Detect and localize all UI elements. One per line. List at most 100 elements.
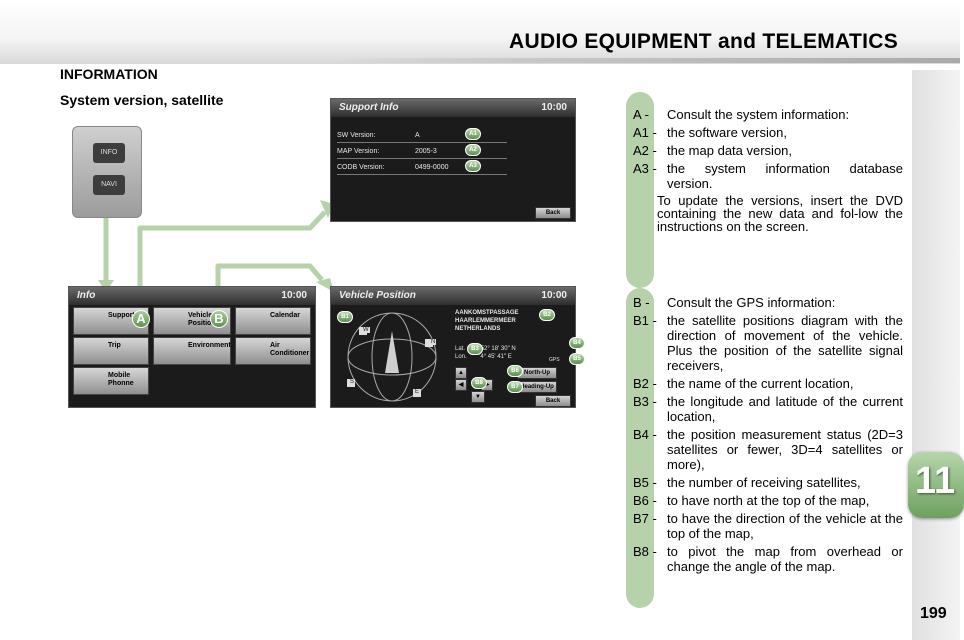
desc-text: to have north at the top of the map,	[667, 493, 870, 508]
desc-item: A2 - the map data version,	[633, 143, 903, 158]
calendar-tile[interactable]: Calendar	[235, 307, 311, 335]
screen-header: Vehicle Position 10:00	[331, 287, 575, 305]
header-bar	[0, 0, 960, 64]
screen-clock: 10:00	[541, 290, 567, 301]
compass-w: W	[362, 327, 370, 333]
desc-code: B1 -	[633, 313, 657, 328]
desc-text: to have the direction of the vehicle at …	[667, 511, 903, 541]
sw-version-value: A	[415, 132, 420, 139]
page-number: 199	[920, 605, 947, 622]
desc-item: B4 -the position measurement status (2D=…	[633, 427, 903, 472]
map-version-row: MAP Version: 2005-3	[337, 145, 507, 159]
lat-label: Lat.	[455, 346, 466, 352]
badge-b8: B8	[471, 377, 487, 389]
screen-clock: 10:00	[541, 102, 567, 113]
desc-item: A1 - the software version,	[633, 125, 903, 140]
badge-b4: B4	[569, 337, 585, 349]
coordinates: Lat. 52° 18' 30" N Lon. 4° 45' 41" E	[455, 345, 516, 361]
badge-b2: B2	[539, 309, 555, 321]
gps-info-description: B -Consult the GPS information: B1 - the …	[633, 295, 903, 577]
desc-text: the name of the current location,	[667, 376, 854, 391]
desc-item: B -Consult the GPS information:	[633, 295, 903, 310]
desc-text: to pivot the map from overhead or change…	[667, 544, 903, 574]
desc-item: B8 - to pivot the map from overhead or ch…	[633, 544, 903, 574]
lon-value: 4° 45' 41" E	[480, 354, 512, 360]
lat-value: 52° 18' 30" N	[480, 346, 516, 352]
screen-title: Vehicle Position	[339, 290, 416, 301]
desc-text: the number of receiving satellites,	[667, 475, 861, 490]
compass-n: N	[430, 339, 437, 345]
desc-item: B5 - the number of receiving satellites,	[633, 475, 903, 490]
map-version-value: 2005-3	[415, 148, 437, 155]
desc-text: Consult the GPS information:	[667, 295, 836, 310]
header-rule	[330, 58, 960, 63]
info-key: INFO	[93, 143, 125, 163]
section-a-marker	[626, 92, 654, 288]
desc-item: B2 - the name of the current location,	[633, 376, 903, 391]
air-conditioner-tile[interactable]: Air Conditioner	[235, 337, 311, 365]
desc-code: B2 -	[633, 376, 657, 391]
sw-version-row: SW Version: A	[337, 129, 507, 143]
rotate-left-button[interactable]: ◀	[455, 379, 467, 391]
vehicle-position-screen: Vehicle Position 10:00 N W S E AANKOMSTP…	[330, 286, 585, 408]
callout-a: A	[132, 310, 150, 328]
desc-code: A3 -	[633, 161, 657, 176]
desc-item: B1 - the satellite positions diagram with…	[633, 313, 903, 373]
desc-text: Consult the system information:	[667, 107, 850, 122]
desc-code: B8 -	[633, 544, 657, 559]
map-version-label: MAP Version:	[337, 148, 380, 155]
desc-item: B7 - to have the direction of the vehicle…	[633, 511, 903, 541]
sw-version-label: SW Version:	[337, 132, 376, 139]
screen-title: Support Info	[339, 102, 399, 113]
desc-text: the satellite positions diagram with the…	[667, 313, 903, 373]
location-line-2: HAARLEMMERMEER	[455, 318, 516, 324]
compass-s: S	[349, 379, 356, 385]
lon-label: Lon.	[455, 354, 467, 360]
lat-row: Lat. 52° 18' 30" N	[455, 345, 516, 353]
back-button[interactable]: Back	[535, 395, 571, 407]
desc-text: the software version,	[667, 125, 787, 140]
badge-b6: B6	[507, 365, 523, 377]
badge-b1: B1	[337, 311, 353, 323]
environment-tile[interactable]: Environment	[153, 337, 231, 365]
desc-text: the map data version,	[667, 143, 793, 158]
navi-key: NAVI	[93, 175, 125, 195]
screen-clock: 10:00	[281, 290, 307, 301]
desc-code: B6 -	[633, 493, 657, 508]
desc-text: the longitude and latitude of the curren…	[667, 394, 903, 424]
mobile-phone-tile[interactable]: Mobile Phonne	[73, 367, 149, 395]
screen-header: Support Info 10:00	[331, 99, 575, 117]
gps-status: GPS	[549, 357, 560, 363]
scroll-up-button[interactable]: ▲	[455, 367, 467, 379]
support-info-screen: Support Info 10:00 SW Version: A MAP Ver…	[330, 98, 576, 222]
north-up-button[interactable]: North-Up	[517, 367, 557, 379]
scroll-down-button[interactable]: ▼	[471, 391, 485, 403]
info-button-photo: INFO NAVI	[72, 126, 142, 218]
update-note: To update the versions, insert the DVD c…	[657, 193, 903, 234]
trip-tile[interactable]: Trip	[73, 337, 149, 365]
chapter-number: 11	[914, 460, 956, 502]
back-button[interactable]: Back	[535, 207, 571, 219]
screen-header: Info 10:00	[69, 287, 315, 305]
badge-b5: B5	[569, 353, 585, 365]
location-line-3: NETHERLANDS	[455, 326, 501, 332]
desc-code: A2 -	[633, 143, 657, 158]
codb-version-value: 0499-0000	[415, 164, 449, 171]
compass-e: E	[414, 389, 421, 395]
callout-b: B	[210, 310, 228, 328]
badge-b3: B3	[467, 343, 483, 355]
heading-up-button[interactable]: Heading-Up	[517, 381, 557, 393]
desc-code: B7 -	[633, 511, 657, 526]
info-menu-screen: Info 10:00 Support Vehicle Position Cale…	[68, 286, 316, 408]
badge-b7: B7	[507, 381, 523, 393]
desc-code: B5 -	[633, 475, 657, 490]
screen-title: Info	[77, 290, 96, 301]
system-info-description: A -Consult the system information: A1 -t…	[633, 107, 903, 233]
desc-item: A3 -the system information database vers…	[633, 161, 903, 191]
badge-a3: A3	[465, 160, 481, 172]
desc-code: B3 -	[633, 394, 657, 409]
desc-item: B6 - to have north at the top of the map,	[633, 493, 903, 508]
location-line-1: AANKOMSTPASSAGE	[455, 310, 519, 316]
desc-code: A1 -	[633, 125, 657, 140]
desc-item: B3 - the longitude and latitude of the cu…	[633, 394, 903, 424]
